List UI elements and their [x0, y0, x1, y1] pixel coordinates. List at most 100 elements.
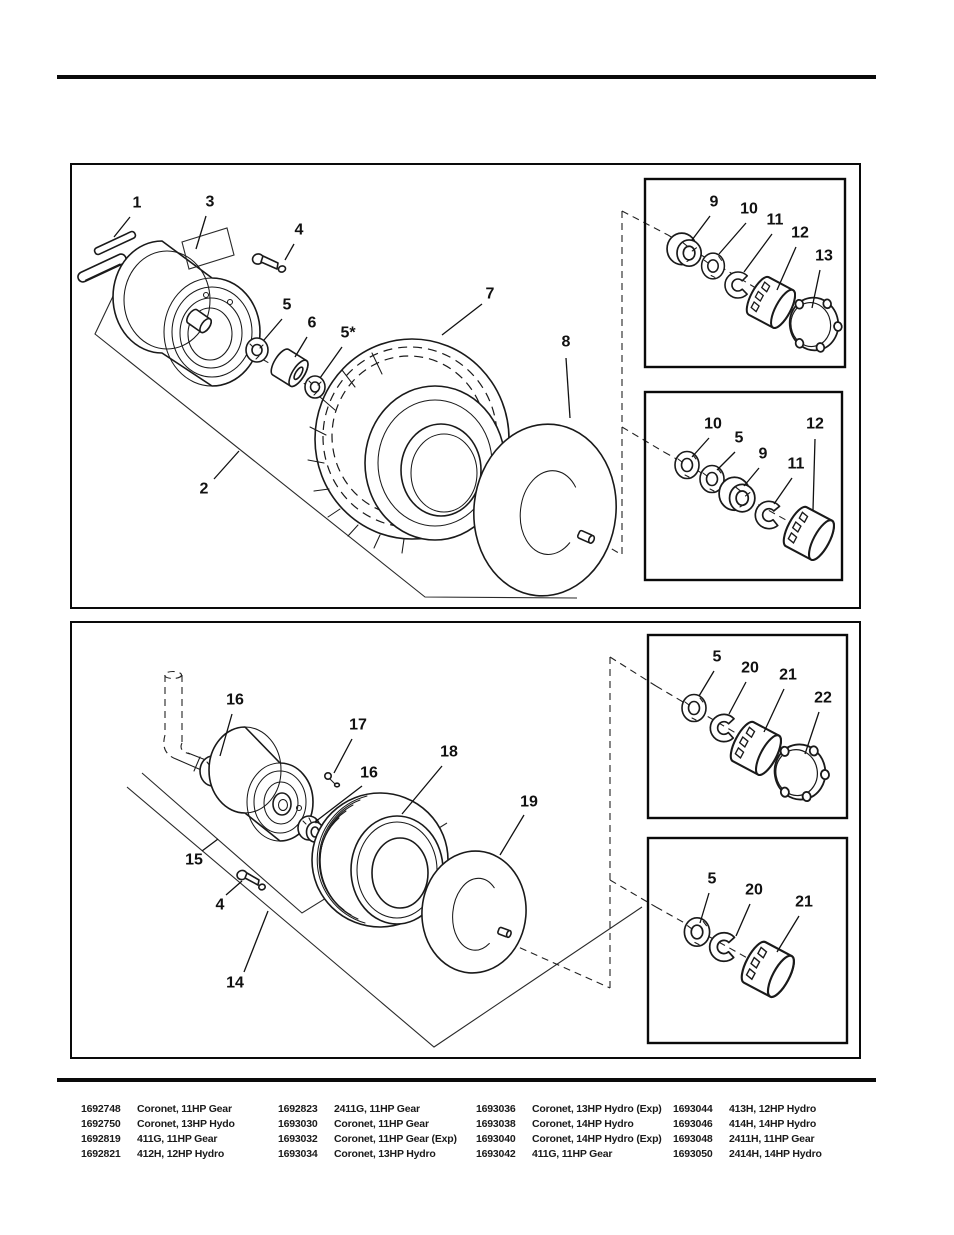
part-number: 1692750: [81, 1118, 121, 1130]
part-description: 411G, 11HP Gear: [137, 1133, 218, 1145]
callout-leader-line: [213, 450, 240, 480]
part-number: 1692819: [81, 1133, 121, 1145]
inner-tube-drawing: [421, 850, 527, 974]
eclip-part-drawing: [724, 271, 749, 299]
part-description: 2414H, 14HP Hydro: [729, 1148, 822, 1160]
part-description: 411G, 11HP Gear: [532, 1148, 613, 1160]
part-description: 412H, 12HP Hydro: [137, 1148, 225, 1160]
callout-number: 11: [788, 456, 805, 473]
callout-leader-line: [201, 838, 219, 852]
part-description: Coronet, 13HP Hydro (Exp): [532, 1103, 662, 1115]
callout-leader-line: [735, 903, 751, 937]
callout-number: 9: [759, 446, 768, 463]
part-description: 2411G, 11HP Gear: [334, 1103, 420, 1115]
callout-number: 16: [226, 692, 244, 709]
washer-part-drawing: [683, 916, 711, 948]
callout-leader-line: [319, 346, 343, 379]
rear-wheel-hub-drawing: [112, 240, 261, 387]
callout-number: 22: [814, 690, 832, 707]
cap-part-drawing: [729, 720, 782, 776]
part-description: Coronet, 14HP Hydro (Exp): [532, 1133, 662, 1145]
part-number: 1692821: [81, 1148, 121, 1160]
cap-part-drawing: [745, 275, 797, 329]
callout-leader-line: [333, 738, 353, 774]
washer-and-spacer-drawing: [245, 337, 326, 399]
callout-leader-line: [718, 222, 747, 255]
part-number: 1693030: [278, 1118, 318, 1130]
callout-number: 3: [206, 194, 215, 211]
bearing-part-drawing: [666, 232, 703, 268]
inset-detail-box: [646, 633, 849, 820]
part-number: 1692748: [81, 1103, 121, 1115]
callout-leader-line: [698, 670, 715, 697]
washer-part-drawing: [681, 693, 707, 723]
callout-leader-line: [716, 451, 736, 471]
top-rule: [57, 75, 876, 79]
part-number: 1693044: [673, 1103, 713, 1115]
inset-detail-box: [643, 177, 847, 369]
callout-number: 17: [349, 717, 367, 734]
callout-number: 5: [283, 297, 292, 314]
inner-tube-drawing: [473, 423, 617, 597]
callout-number: 5*: [340, 325, 356, 342]
part-number: 1692823: [278, 1103, 318, 1115]
callout-number: 5: [713, 649, 722, 666]
callout-leader-line: [225, 880, 243, 896]
part-number: 1693040: [476, 1133, 516, 1145]
part-number: 1693048: [673, 1133, 713, 1145]
callout-leader-line: [743, 467, 760, 487]
callout-leader-line: [401, 765, 443, 815]
part-description: 414H, 14HP Hydro: [729, 1118, 817, 1130]
valve-stem-drawing: [236, 869, 266, 891]
callout-number: 12: [791, 225, 809, 242]
part-description: Coronet, 11HP Gear (Exp): [334, 1133, 457, 1145]
part-number: 1693046: [673, 1118, 713, 1130]
rear-tire-drawing: [307, 338, 510, 554]
inset-detail-box: [643, 390, 844, 582]
callout-number: 15: [185, 852, 203, 869]
assembly-group-bracket: [126, 786, 643, 1048]
cap-part-drawing: [740, 940, 795, 999]
callout-leader-line: [763, 688, 785, 733]
hubcap-part-drawing: [773, 743, 830, 803]
callout-leader-line: [691, 215, 711, 241]
part-number: 1693038: [476, 1118, 516, 1130]
part-description: Coronet, 11HP Gear: [137, 1103, 232, 1115]
callout-number: 14: [226, 975, 244, 992]
eclip-part-drawing: [708, 931, 736, 963]
callout-number: 19: [520, 794, 538, 811]
front-tire-drawing: [311, 792, 449, 928]
tire-tread-ticks: [307, 352, 405, 554]
callout-number: 4: [216, 897, 225, 914]
callout-number: 12: [806, 416, 824, 433]
callout-number: 21: [795, 894, 813, 911]
callout-leader-line: [776, 915, 800, 953]
callout-number: 10: [740, 201, 758, 218]
part-number: 1693032: [278, 1133, 318, 1145]
grease-fitting-drawing: [324, 772, 341, 788]
axle-keys-drawing: [77, 230, 137, 283]
callout-leader-line: [294, 336, 308, 358]
callout-leader-line: [773, 477, 793, 505]
callout-leader-line: [776, 246, 797, 291]
callout-leader-line: [812, 438, 816, 511]
callout-leader-line: [699, 892, 710, 924]
washer-part-drawing: [674, 450, 700, 480]
callout-number: 16: [360, 765, 378, 782]
callout-number: 18: [440, 744, 458, 761]
callout-number: 21: [779, 667, 797, 684]
callout-leader-line: [565, 357, 571, 419]
cap-part-drawing: [782, 505, 835, 561]
callout-number: 6: [308, 315, 317, 332]
callout-number: 20: [741, 660, 759, 677]
callout-leader-line: [243, 910, 269, 973]
callout-number: 9: [710, 194, 719, 211]
